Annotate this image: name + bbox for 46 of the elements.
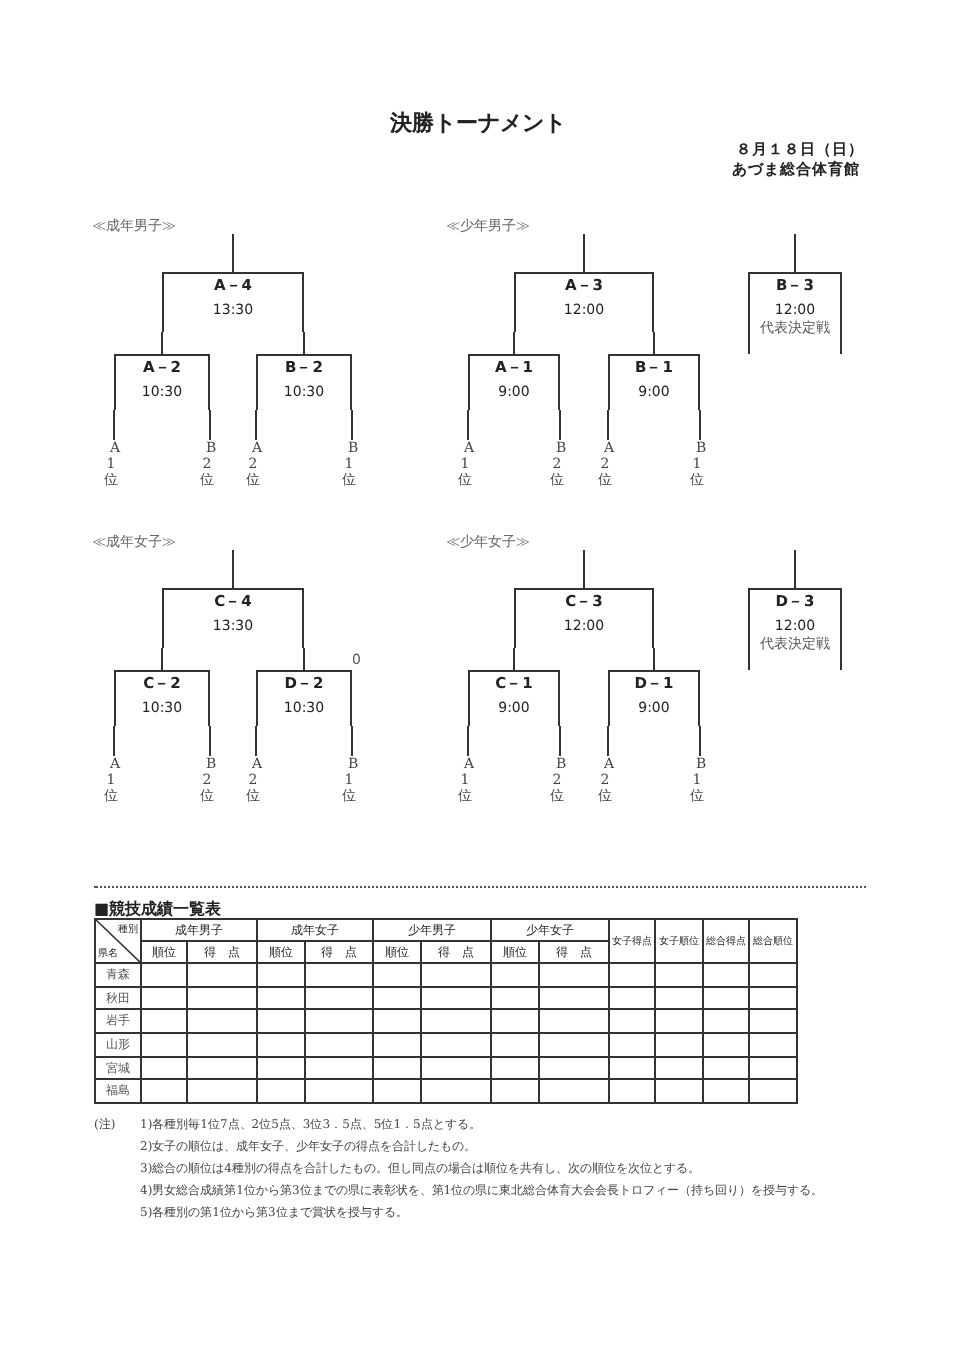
bracket-line (559, 725, 561, 757)
bracket-line (232, 233, 234, 273)
bracket-line (113, 725, 115, 757)
bracket-line (653, 331, 655, 355)
match-bracket (608, 354, 700, 410)
match-bracket (256, 670, 352, 726)
bracket-line (161, 331, 163, 355)
bracket-line (607, 409, 609, 441)
bracket-line (161, 647, 163, 671)
bracket-line (794, 549, 796, 589)
match-bracket (114, 670, 210, 726)
bracket-line (607, 725, 609, 757)
match-bracket (748, 272, 842, 354)
match-bracket (468, 354, 560, 410)
bracket-line (255, 409, 257, 441)
match-bracket (748, 588, 842, 670)
match-bracket (514, 272, 654, 332)
title: 決勝トーナメント (390, 108, 566, 138)
bracket-line (583, 549, 585, 589)
bracket-line (232, 549, 234, 589)
table-title: ■競技成績一覧表 (94, 898, 222, 920)
bracket-line (699, 409, 701, 441)
bracket-line (467, 409, 469, 441)
bracket-line (351, 409, 353, 441)
bracket-line (794, 233, 796, 273)
bracket-line (559, 409, 561, 441)
bracket-line (583, 233, 585, 273)
bracket-line (255, 725, 257, 757)
match-bracket (608, 670, 700, 726)
match-bracket (468, 670, 560, 726)
bracket-line (351, 725, 353, 757)
bracket-line (467, 725, 469, 757)
bracket-line (113, 409, 115, 441)
bracket-line (699, 725, 701, 757)
match-bracket (162, 588, 304, 648)
bracket-line (209, 409, 211, 441)
bracket-line (653, 647, 655, 671)
match-bracket (162, 272, 304, 332)
match-bracket (256, 354, 352, 410)
bracket-line (303, 647, 305, 671)
bracket-line (513, 647, 515, 671)
match-bracket (514, 588, 654, 648)
match-bracket (114, 354, 210, 410)
bracket-line (513, 331, 515, 355)
bracket-line (303, 331, 305, 355)
bracket-line (209, 725, 211, 757)
